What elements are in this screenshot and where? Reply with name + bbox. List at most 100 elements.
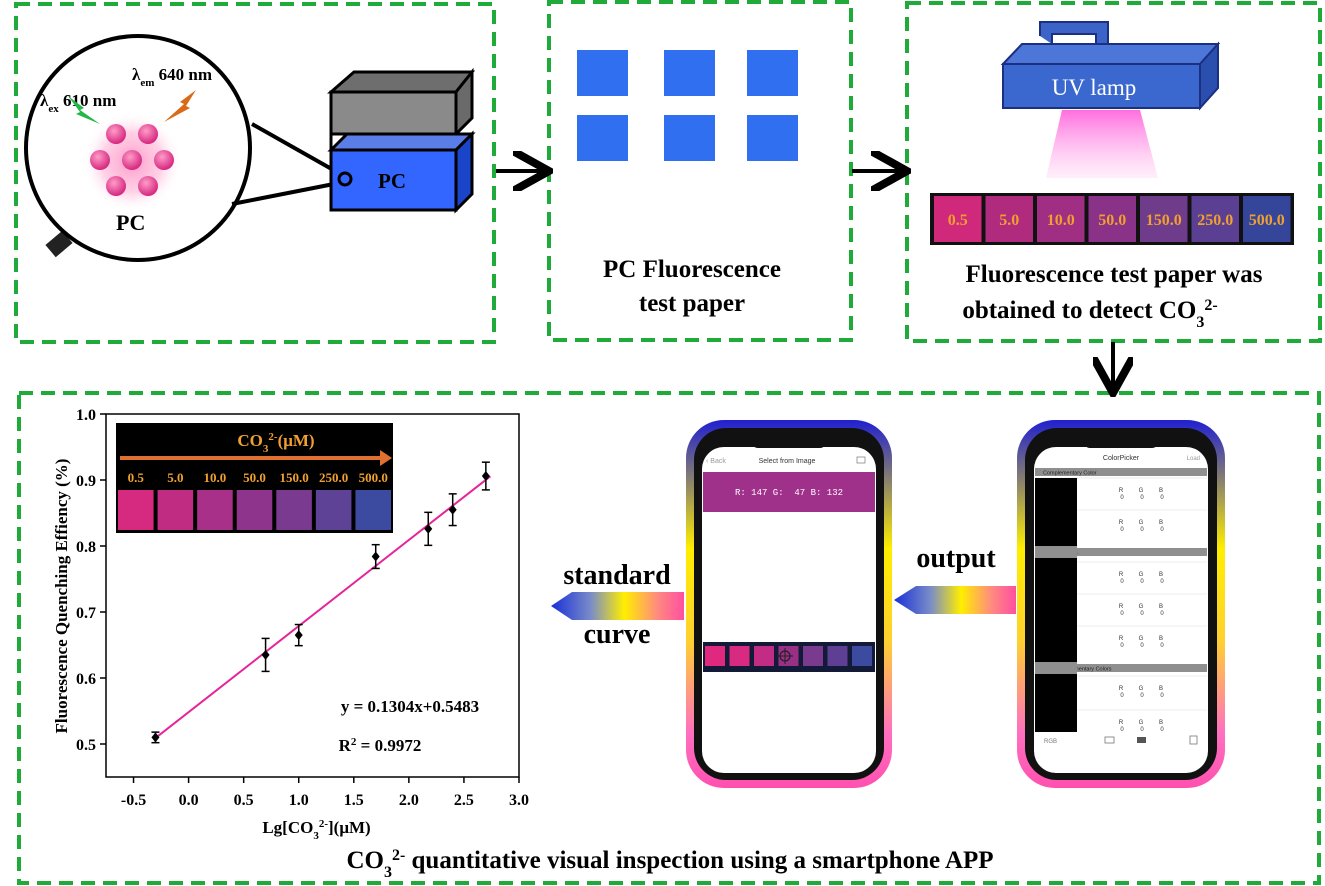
inset-cell xyxy=(355,490,391,530)
load-button[interactable]: Load xyxy=(1187,456,1200,462)
section-header xyxy=(1035,664,1207,672)
zoom-spot xyxy=(337,171,353,187)
rgb-letter: B xyxy=(1159,488,1163,494)
standard-label: standard xyxy=(563,560,671,591)
x-tick-label: 2.5 xyxy=(454,792,474,809)
rgb-letter: G xyxy=(1139,636,1144,642)
y-tick-label: 0.7 xyxy=(76,605,96,622)
data-point xyxy=(371,551,380,562)
y-tick-label: 0.9 xyxy=(76,473,96,490)
paper-square xyxy=(664,115,715,161)
colorpicker-list: Complementary ColorR0G0B0R0G0B0Analog Co… xyxy=(1035,468,1207,733)
zoom-line-bottom xyxy=(231,180,345,206)
phone-strip-cell xyxy=(803,646,823,666)
x-tick-label: 2.0 xyxy=(399,792,419,809)
detect-strip-cell xyxy=(985,196,1033,242)
curve-label: curve xyxy=(584,619,651,650)
inset-label: 5.0 xyxy=(167,470,183,485)
inset-cell xyxy=(157,490,194,530)
cuvette-empty-front xyxy=(329,90,458,136)
phone-strip xyxy=(705,646,872,666)
detect-strip-cell xyxy=(1037,196,1085,242)
rgb-value: 0 xyxy=(1140,643,1144,649)
inset-title: CO32-(μM) xyxy=(237,431,314,455)
folder-icon[interactable] xyxy=(856,456,866,464)
phone-left-screen xyxy=(702,447,876,773)
footer-folder-icon[interactable] xyxy=(1104,736,1115,744)
inset-label: 150.0 xyxy=(279,470,308,485)
rgb-letter: R xyxy=(1119,720,1124,726)
particle-cluster xyxy=(90,124,174,196)
uv-beam xyxy=(1046,110,1158,178)
rgb-value: 0 xyxy=(1140,579,1144,585)
rgb-readout-text: R: 147 G: 47 B: 132 xyxy=(735,488,843,498)
detect-strip-label: 250.0 xyxy=(1197,212,1233,229)
footer-camera-icon[interactable] xyxy=(1137,737,1146,743)
footer-rgb[interactable]: RGB xyxy=(1044,739,1057,745)
rgb-letter: R xyxy=(1119,686,1124,692)
swatch-gap xyxy=(1035,662,1077,674)
phone-right-notch xyxy=(1084,432,1158,448)
detect-strip-label: 5.0 xyxy=(999,212,1019,229)
paper-square xyxy=(577,115,628,161)
rgb-value: 0 xyxy=(1120,579,1124,585)
rgb-value: 0 xyxy=(1120,727,1124,733)
particle xyxy=(138,176,158,196)
excitation-bolt-icon xyxy=(68,96,100,124)
phone-left-back[interactable]: ‹ Back xyxy=(706,458,726,465)
fit-r2: R2 = 0.9972 xyxy=(339,736,422,755)
inset-label: 250.0 xyxy=(319,470,348,485)
lamp-top xyxy=(1000,43,1221,65)
y-tick-label: 0.5 xyxy=(76,737,96,754)
phone-right-screen xyxy=(1034,447,1208,773)
phone-left-title: Select from Image xyxy=(759,458,816,465)
x-tick-label: 3.0 xyxy=(509,792,529,809)
paper-square xyxy=(664,50,715,96)
rgb-letter: G xyxy=(1139,686,1144,692)
rgb-letter: R xyxy=(1119,604,1124,610)
y-axis-label: Fluorescence Quenching Effiency (%) xyxy=(52,459,71,734)
cuvette-box: PC xyxy=(326,67,476,214)
footer-share-icon[interactable] xyxy=(1189,735,1198,745)
inset-cell xyxy=(118,490,154,530)
particle xyxy=(122,150,142,170)
phone-left: ‹ Back Select from Image R: 147 G: 47 B:… xyxy=(686,420,892,788)
y-tick-label: 0.8 xyxy=(76,539,96,556)
rgb-readout-bar xyxy=(703,472,875,512)
rgb-letter: B xyxy=(1159,720,1163,726)
particle xyxy=(106,124,126,144)
rgb-letter: R xyxy=(1119,520,1124,526)
data-point xyxy=(151,732,160,743)
rgb-letter: G xyxy=(1139,488,1144,494)
output-arrow xyxy=(894,586,1016,614)
phone-strip-cell xyxy=(852,646,872,666)
y-tick-label: 0.6 xyxy=(76,671,96,688)
rgb-value: 0 xyxy=(1140,495,1144,501)
section-title: Complementary Color xyxy=(1043,471,1097,477)
inset-cell xyxy=(276,490,312,530)
x-tick-label: -0.5 xyxy=(121,792,146,809)
inset-label: 0.5 xyxy=(128,470,145,485)
rgb-value: 0 xyxy=(1140,527,1144,533)
phone-strip-cell xyxy=(729,646,750,666)
crosshair-icon[interactable] xyxy=(777,648,793,664)
phone-strip-cell xyxy=(754,646,774,666)
rgb-value: 0 xyxy=(1160,611,1164,617)
cuvette-right-upper xyxy=(454,67,474,138)
section-header xyxy=(1035,548,1207,556)
detect-strip-cell xyxy=(934,196,982,242)
rgb-value: 0 xyxy=(1120,495,1124,501)
phone-right: ColorPicker Load Complementary ColorR0G0… xyxy=(1017,420,1225,788)
detect-caption-line2: obtained to detect CO32- xyxy=(962,297,1217,331)
inset-label: 10.0 xyxy=(204,470,227,485)
cuvette-liquid-top xyxy=(327,132,476,152)
rgb-letter: B xyxy=(1159,636,1163,642)
detect-strip-label: 0.5 xyxy=(948,212,968,229)
rgb-value: 0 xyxy=(1160,727,1164,733)
paper-caption-line2: test paper xyxy=(639,290,745,317)
detect-strip-cell xyxy=(1088,196,1136,242)
paper-square xyxy=(747,50,798,96)
particle-label: PC xyxy=(116,210,145,235)
